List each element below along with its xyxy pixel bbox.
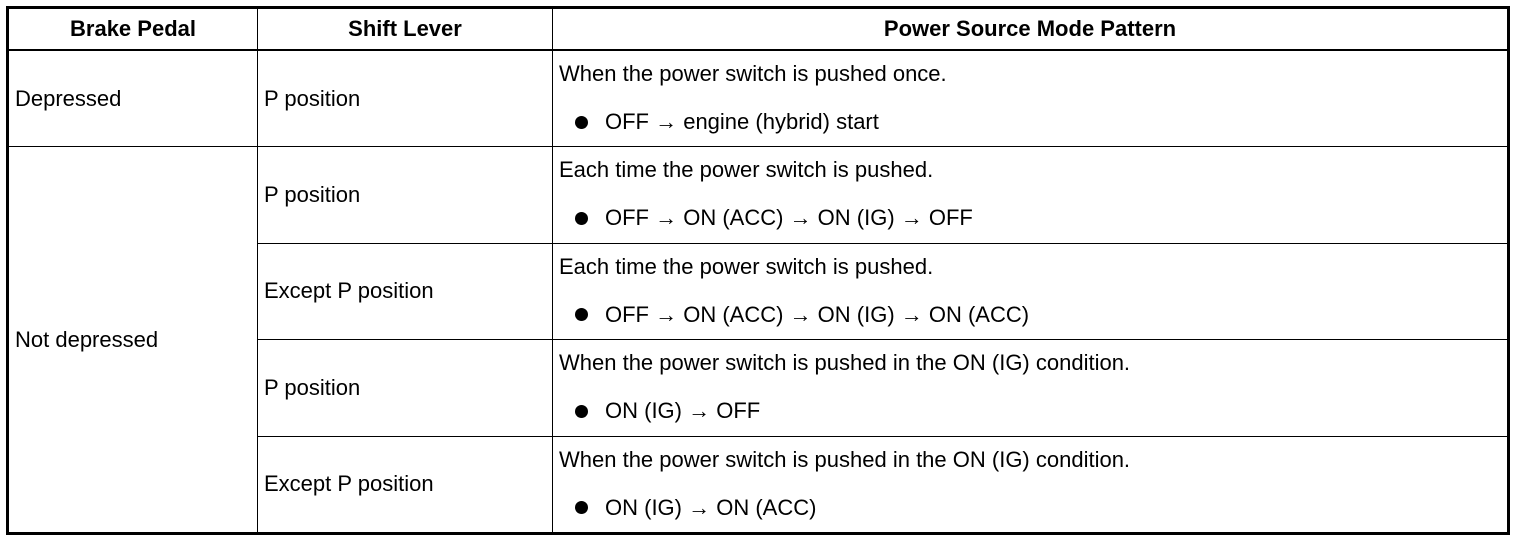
- pattern-description: When the power switch is pushed in the O…: [559, 350, 1131, 376]
- shift-lever-cell: Except P position: [257, 435, 553, 535]
- pattern-sequence: OFF → ON (ACC) → ON (IG) → OFF: [553, 205, 1507, 231]
- shift-lever-label: Except P position: [264, 278, 434, 304]
- pattern-sequence: ON (IG) → ON (ACC): [553, 495, 1507, 521]
- pattern-sequence-text: OFF → engine (hybrid) start: [605, 109, 879, 134]
- header-row: Brake Pedal Shift Lever Power Source Mod…: [7, 7, 1509, 51]
- pattern-sequence-text: OFF → ON (ACC) → ON (IG) → OFF: [605, 205, 973, 231]
- pattern-description: Each time the power switch is pushed.: [559, 157, 934, 183]
- pattern-cell: When the power switch is pushed in the O…: [552, 339, 1509, 437]
- header-shift-lever: Shift Lever: [257, 7, 553, 51]
- bullet-icon: [575, 308, 588, 322]
- pattern-sequence: ON (IG) → OFF: [553, 398, 1507, 424]
- pattern-sequence-text: OFF → ON (ACC) → ON (IG) → ON (ACC): [605, 301, 1030, 327]
- table-row: Except P position When the power switch …: [8, 435, 1509, 535]
- bullet-icon: [575, 501, 588, 515]
- pattern-sequence-text: ON (IG) → ON (ACC): [605, 494, 817, 520]
- shift-lever-label: P position: [264, 374, 361, 400]
- table-row: Not depressed P position Each time the p…: [7, 146, 1509, 534]
- pattern-description: When the power switch is pushed in the O…: [559, 446, 1131, 472]
- table-row: Except P position Each time the power sw…: [8, 242, 1509, 341]
- pattern-cell: When the power switch is pushed in the O…: [552, 435, 1509, 535]
- power-source-mode-table: Brake Pedal Shift Lever Power Source Mod…: [6, 6, 1510, 535]
- shift-lever-cell: P position: [257, 146, 553, 244]
- table-row: Depressed P position When the power swit…: [7, 49, 1509, 148]
- shift-lever-cell: P position: [257, 49, 553, 148]
- pattern-sequence-text: ON (IG) → OFF: [605, 398, 761, 424]
- shift-lever-label: P position: [264, 182, 361, 208]
- shift-lever-label: Except P position: [264, 471, 434, 497]
- pattern-description: Each time the power switch is pushed.: [559, 253, 934, 279]
- bullet-icon: [575, 211, 588, 225]
- table-row: P position When the power switch is push…: [8, 339, 1509, 437]
- shift-lever-cell: P position: [257, 339, 553, 437]
- shift-lever-label: P position: [264, 85, 361, 111]
- brake-pedal-cell: Depressed: [7, 49, 258, 148]
- bullet-icon: [575, 404, 588, 418]
- pattern-cell: Each time the power switch is pushed. OF…: [552, 242, 1509, 341]
- brake-pedal-cell: Not depressed: [7, 146, 258, 534]
- shift-lever-cell: Except P position: [257, 242, 553, 341]
- brake-pedal-label: Not depressed: [15, 326, 159, 352]
- pattern-cell: Each time the power switch is pushed. OF…: [552, 146, 1509, 244]
- header-brake-pedal: Brake Pedal: [7, 7, 258, 51]
- pattern-sequence: OFF → engine (hybrid) start: [553, 109, 1507, 135]
- pattern-sequence: OFF → ON (ACC) → ON (IG) → ON (ACC): [553, 302, 1507, 328]
- pattern-cell: When the power switch is pushed once. OF…: [552, 49, 1509, 148]
- pattern-description: When the power switch is pushed once.: [559, 61, 947, 86]
- brake-pedal-label: Depressed: [15, 85, 122, 111]
- bullet-icon: [575, 115, 588, 129]
- header-power-source-mode-pattern: Power Source Mode Pattern: [552, 7, 1509, 51]
